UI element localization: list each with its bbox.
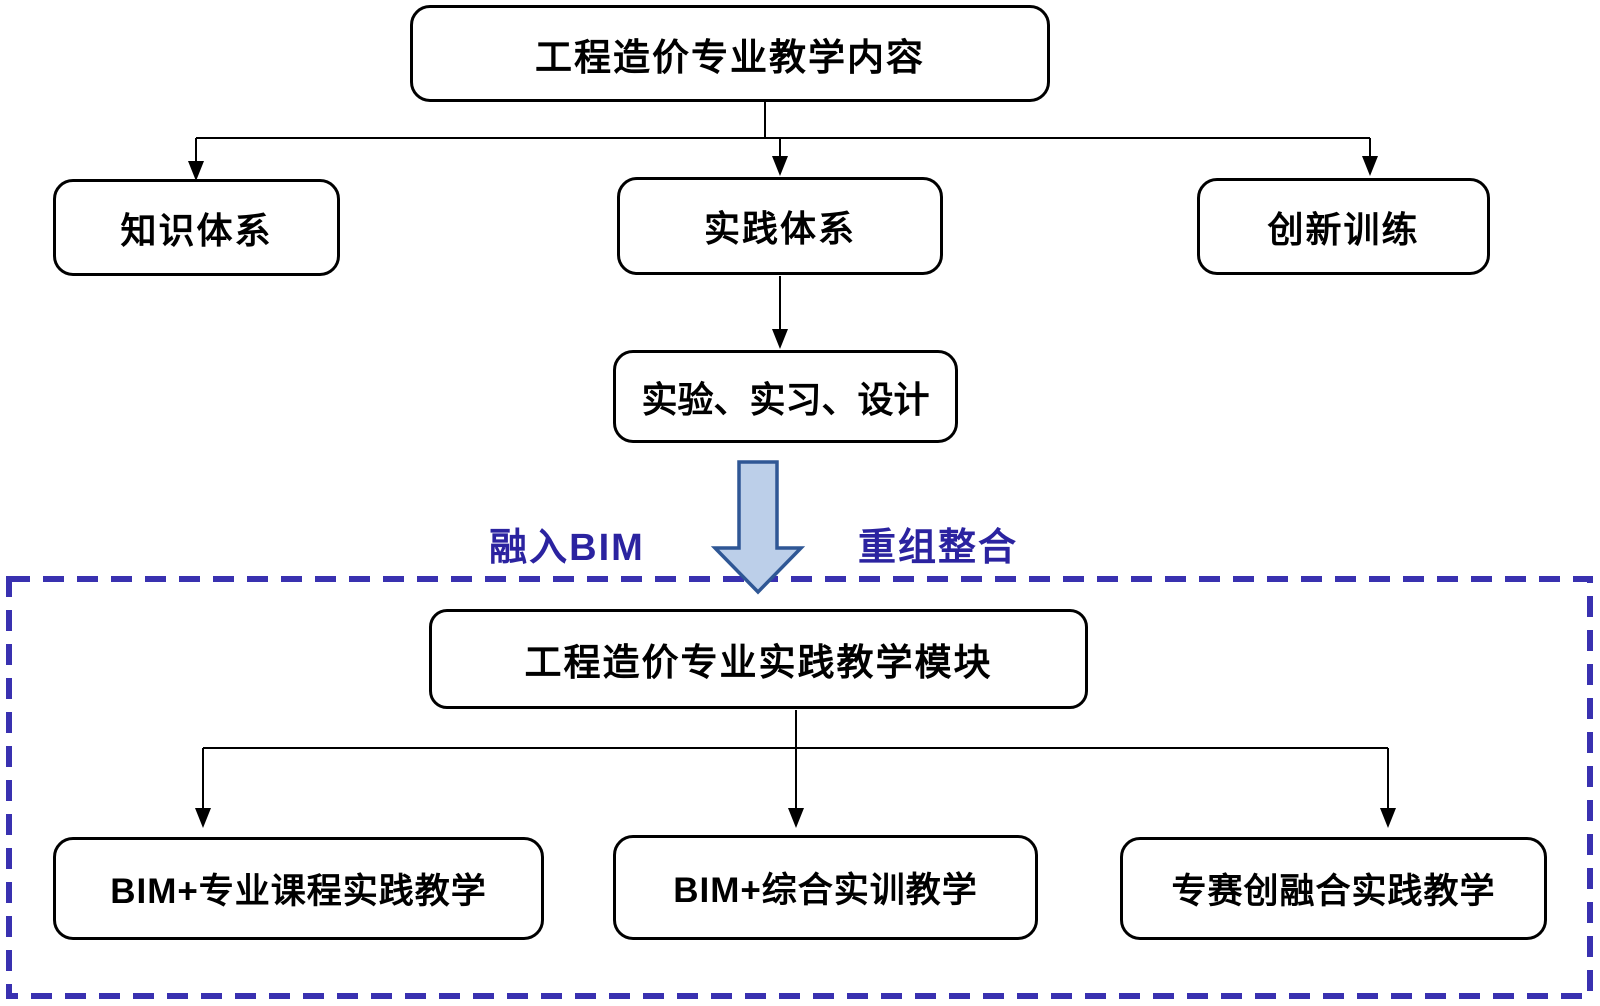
node-teaching-content: 工程造价专业教学内容 bbox=[410, 5, 1050, 102]
node-practice-teaching-module: 工程造价专业实践教学模块 bbox=[429, 609, 1088, 709]
arrowheads-top-tree bbox=[188, 156, 1378, 349]
node-experiment-internship-design: 实验、实习、设计 bbox=[613, 350, 958, 443]
arrowheads-module-tree bbox=[195, 808, 1396, 828]
connector-module-tree bbox=[202, 710, 1389, 808]
node-practice-system: 实践体系 bbox=[617, 177, 943, 275]
dashed-module-container bbox=[6, 576, 1593, 999]
node-innovation-training: 创新训练 bbox=[1197, 178, 1490, 275]
label-integrate-bim: 融入BIM bbox=[489, 527, 645, 569]
node-competition-innovation-fusion-practice: 专赛创融合实践教学 bbox=[1120, 837, 1547, 940]
big-down-arrow-icon bbox=[710, 460, 806, 595]
node-bim-comprehensive-training: BIM+综合实训教学 bbox=[613, 835, 1038, 940]
connector-top-tree bbox=[195, 102, 1371, 329]
label-reorganize-integrate: 重组整合 bbox=[857, 527, 1018, 569]
node-knowledge-system: 知识体系 bbox=[53, 179, 340, 276]
node-bim-course-practice-teaching: BIM+专业课程实践教学 bbox=[53, 837, 544, 940]
